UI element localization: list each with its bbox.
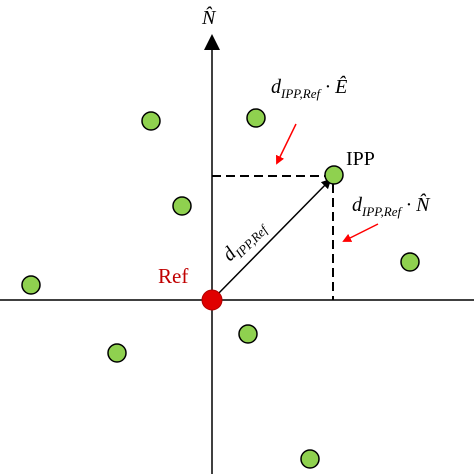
- point: [300, 449, 320, 469]
- north-component-subscript: IPP,Ref: [361, 204, 403, 219]
- east-component-pointer-arrow: [276, 123, 297, 165]
- point: [141, 111, 161, 131]
- point: [400, 252, 420, 272]
- ipp-point: [324, 165, 344, 185]
- north-component-label: dIPP,Ref · N̂: [352, 193, 431, 219]
- ref-label: Ref: [158, 264, 188, 288]
- north-component-dot-unit: · N̂: [401, 193, 431, 216]
- ipp-label: IPP: [346, 148, 375, 170]
- point: [172, 196, 192, 216]
- east-component-dot-unit: · Ê: [320, 75, 347, 98]
- east-component-subscript: IPP,Ref: [280, 86, 322, 101]
- point: [246, 108, 266, 128]
- north-axis-label: N̂: [201, 6, 217, 29]
- point: [238, 324, 258, 344]
- east-component-d: d: [271, 76, 282, 98]
- vector-label: dIPP,Ref: [218, 214, 272, 268]
- vector-ref-to-ipp: [213, 178, 332, 299]
- ref-point: [201, 289, 223, 311]
- north-component-d: d: [352, 194, 363, 216]
- east-component-label: dIPP,Ref · Ê: [271, 75, 347, 101]
- point: [21, 275, 41, 295]
- north-axis-arrowhead: [204, 34, 220, 50]
- point: [107, 343, 127, 363]
- vector-label-subscript: IPP,Ref: [231, 221, 272, 262]
- north-component-pointer-arrow: [342, 223, 379, 242]
